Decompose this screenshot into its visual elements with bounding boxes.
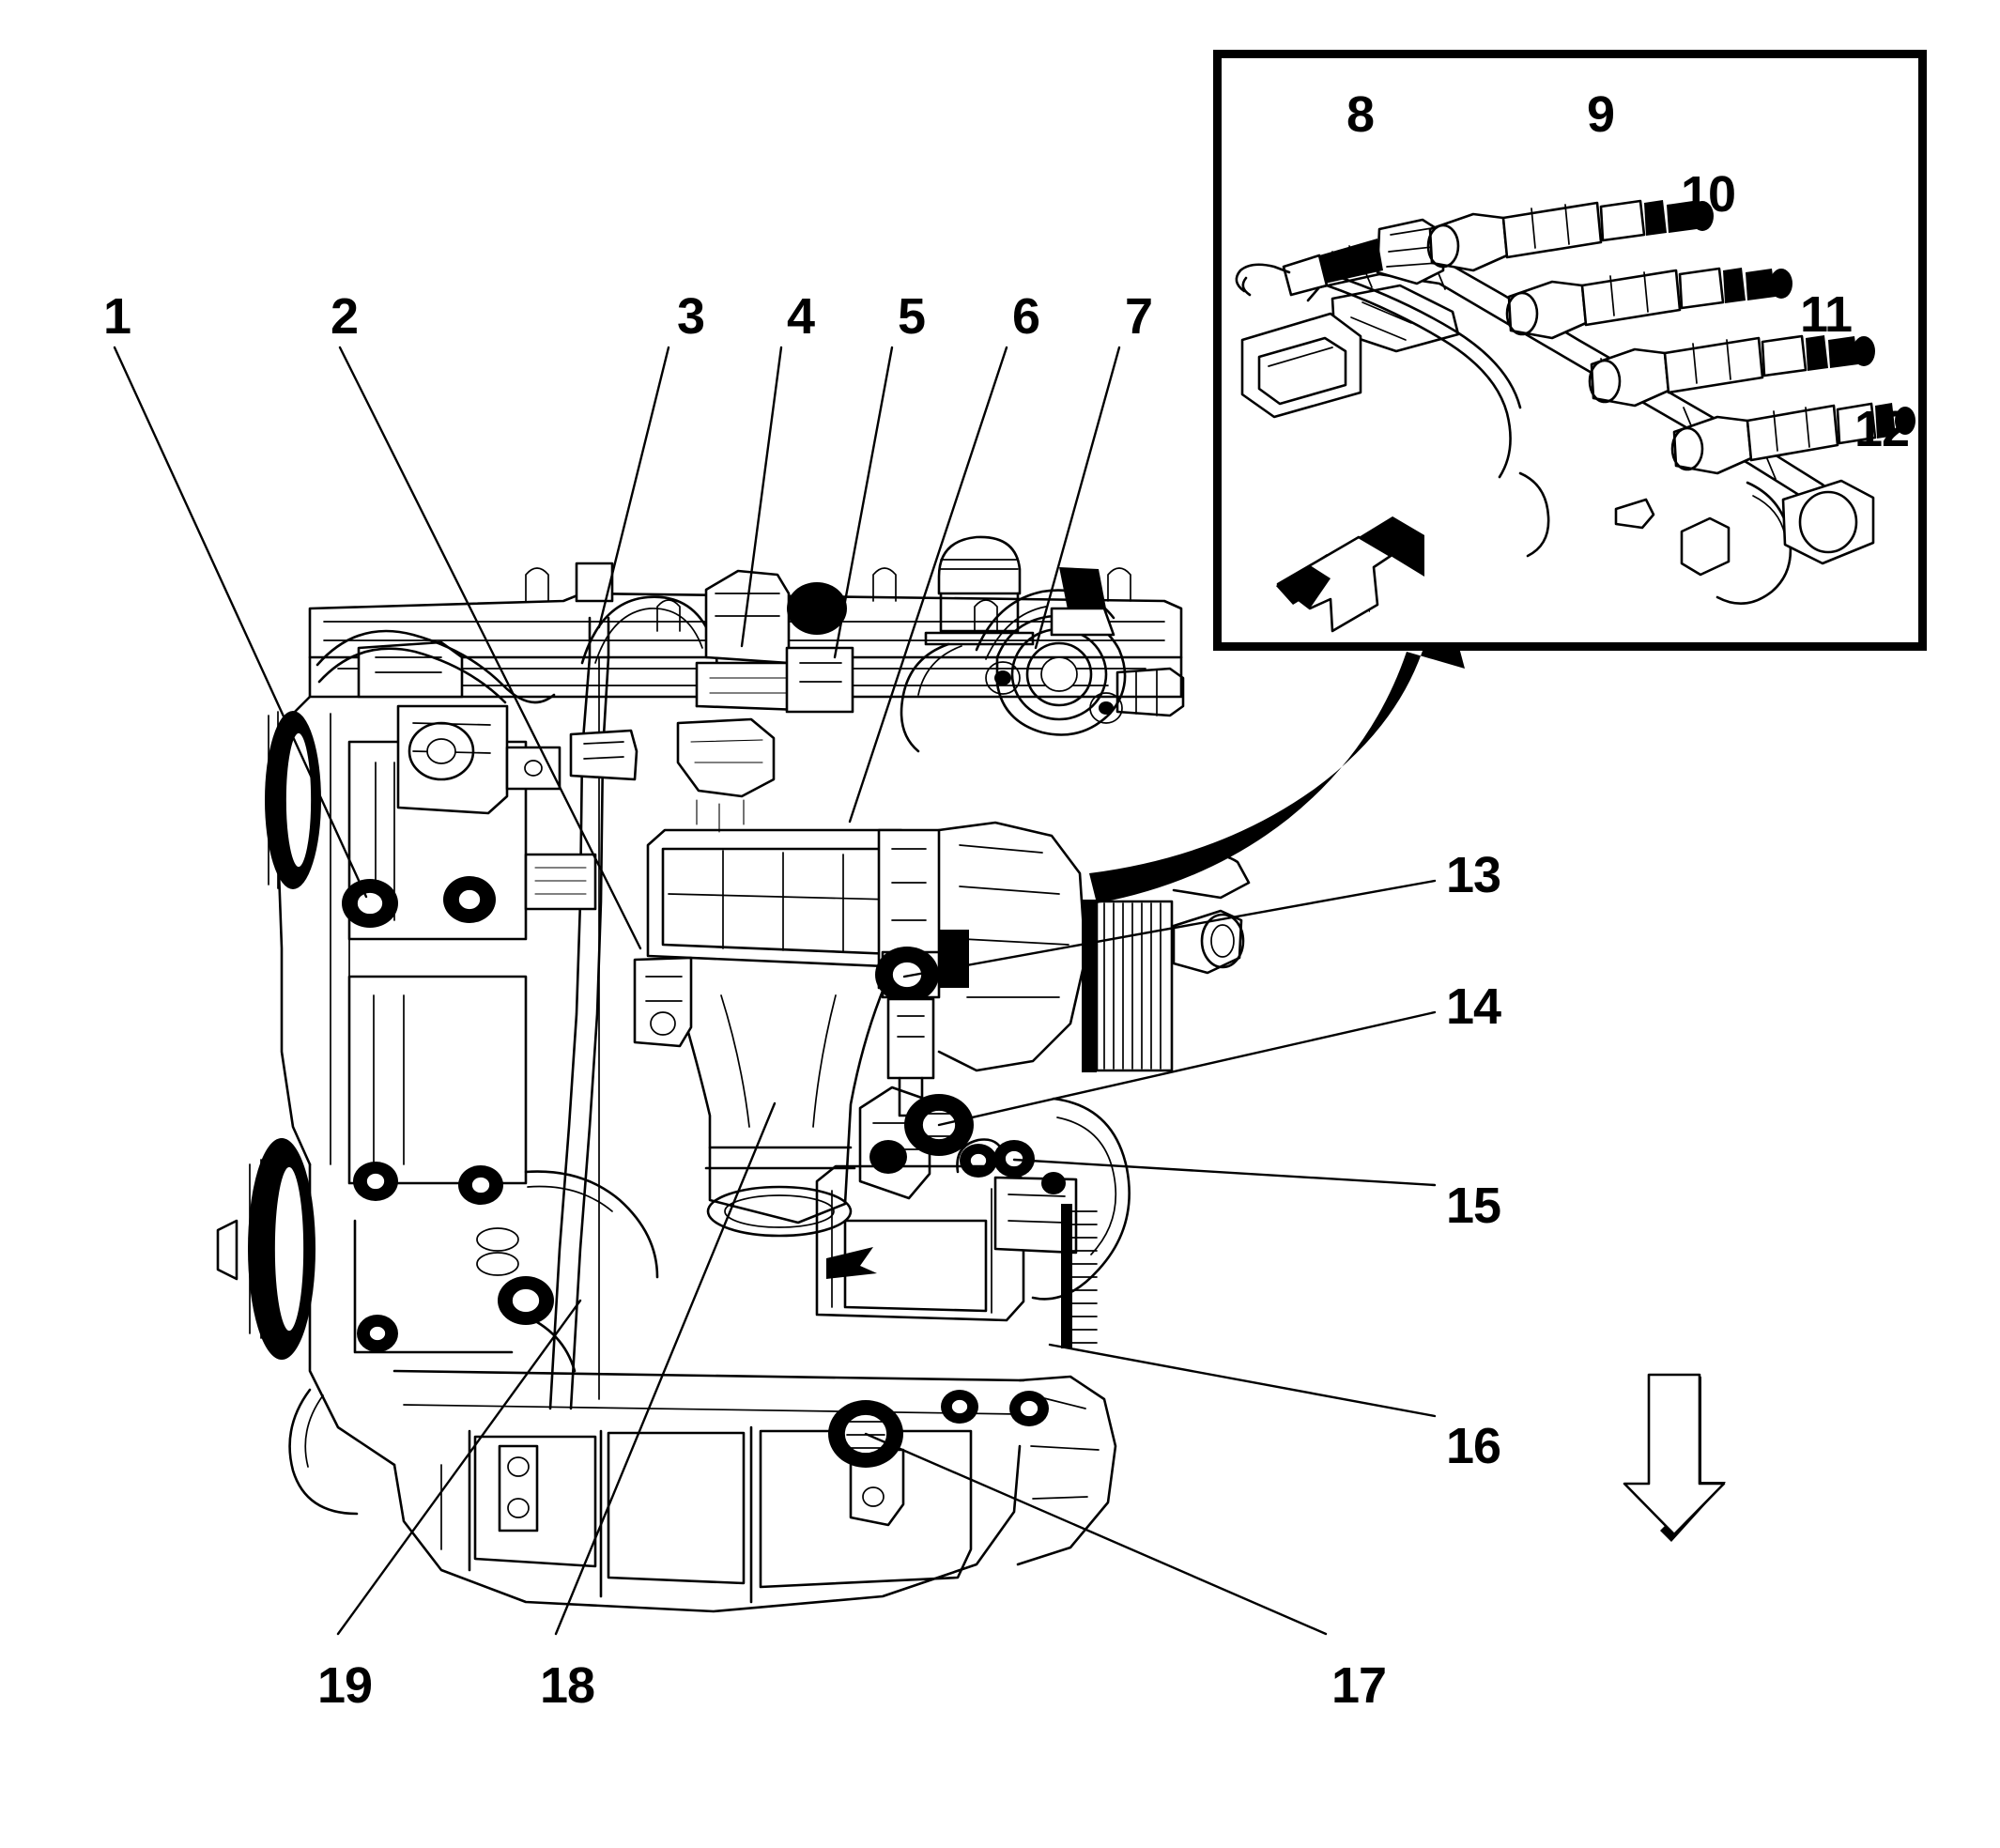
callout-number-5: 5: [898, 288, 926, 345]
callout-number-13: 13: [1446, 847, 1501, 903]
callout-number-6: 6: [1012, 288, 1040, 345]
callout-number-8: 8: [1346, 86, 1375, 143]
callout-number-1: 1: [103, 288, 131, 345]
callout-number-10: 10: [1681, 166, 1736, 223]
callout-number-9: 9: [1587, 86, 1615, 143]
callout-number-4: 4: [787, 288, 815, 345]
callout-number-3: 3: [677, 288, 705, 345]
callout-number-7: 7: [1125, 288, 1153, 345]
callout-number-14: 14: [1446, 978, 1501, 1035]
callout-number-18: 18: [540, 1657, 595, 1714]
callout-number-2: 2: [331, 288, 359, 345]
callout-number-16: 16: [1446, 1418, 1501, 1474]
callout-number-17: 17: [1331, 1657, 1387, 1714]
fuel-rail-detail-inset: [1213, 50, 1927, 651]
callout-number-19: 19: [317, 1657, 373, 1714]
callout-number-11: 11: [1800, 286, 1853, 343]
callout-number-15: 15: [1446, 1178, 1501, 1234]
callout-number-12: 12: [1854, 401, 1910, 457]
